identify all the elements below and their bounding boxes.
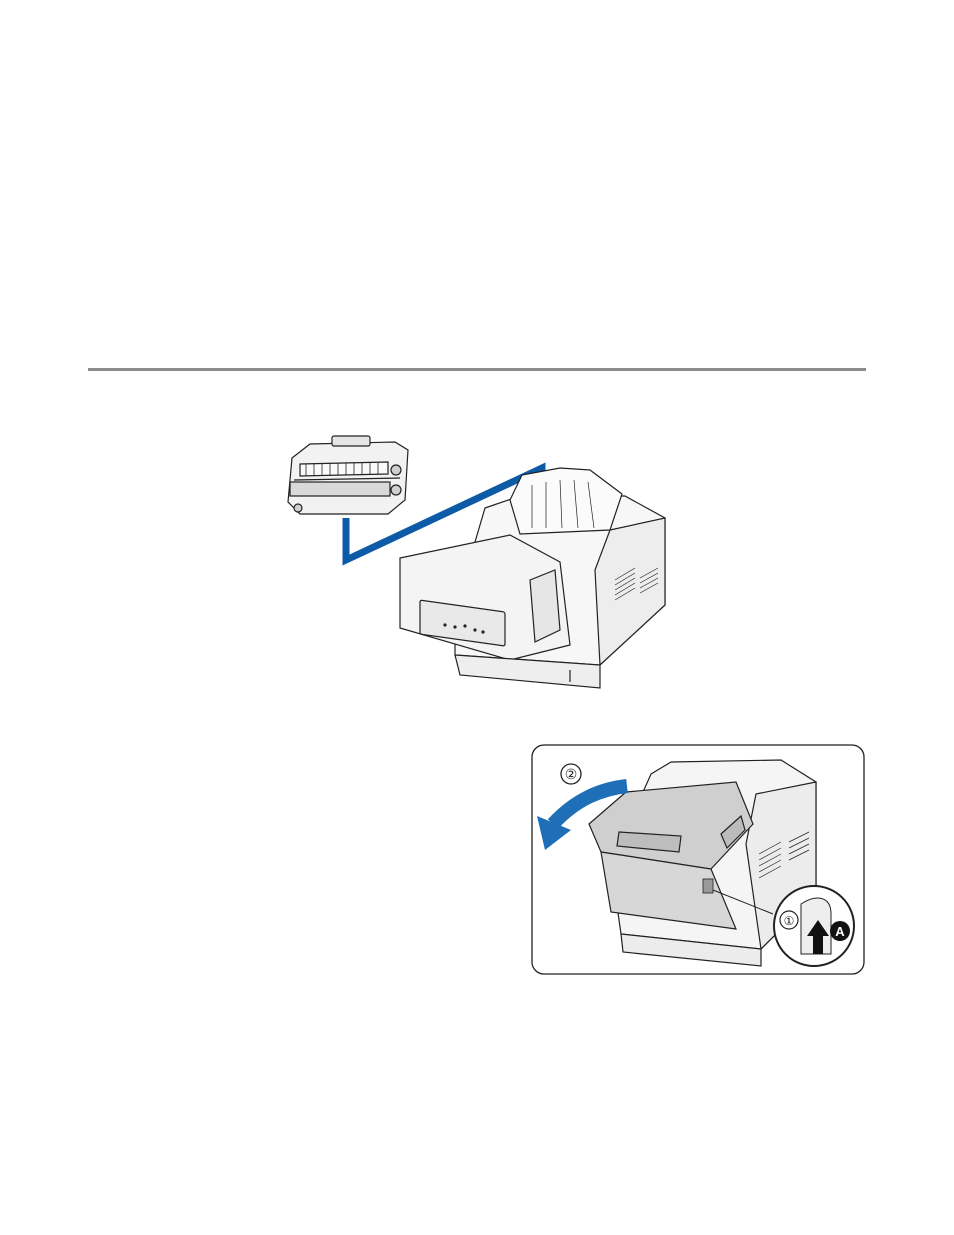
printer-drum-install-icon <box>270 430 690 700</box>
printer-body <box>400 468 665 688</box>
step-2-label: ② <box>565 766 578 782</box>
section-divider <box>88 368 866 371</box>
step-1-label: ① <box>784 914 795 928</box>
close-cover-figure: ② ① A <box>531 744 865 975</box>
printer-close-cover-icon: ② ① A <box>531 744 865 975</box>
drum-cartridge <box>288 436 408 514</box>
callout-a-label: A <box>835 924 845 939</box>
drum-install-figure <box>270 430 690 700</box>
